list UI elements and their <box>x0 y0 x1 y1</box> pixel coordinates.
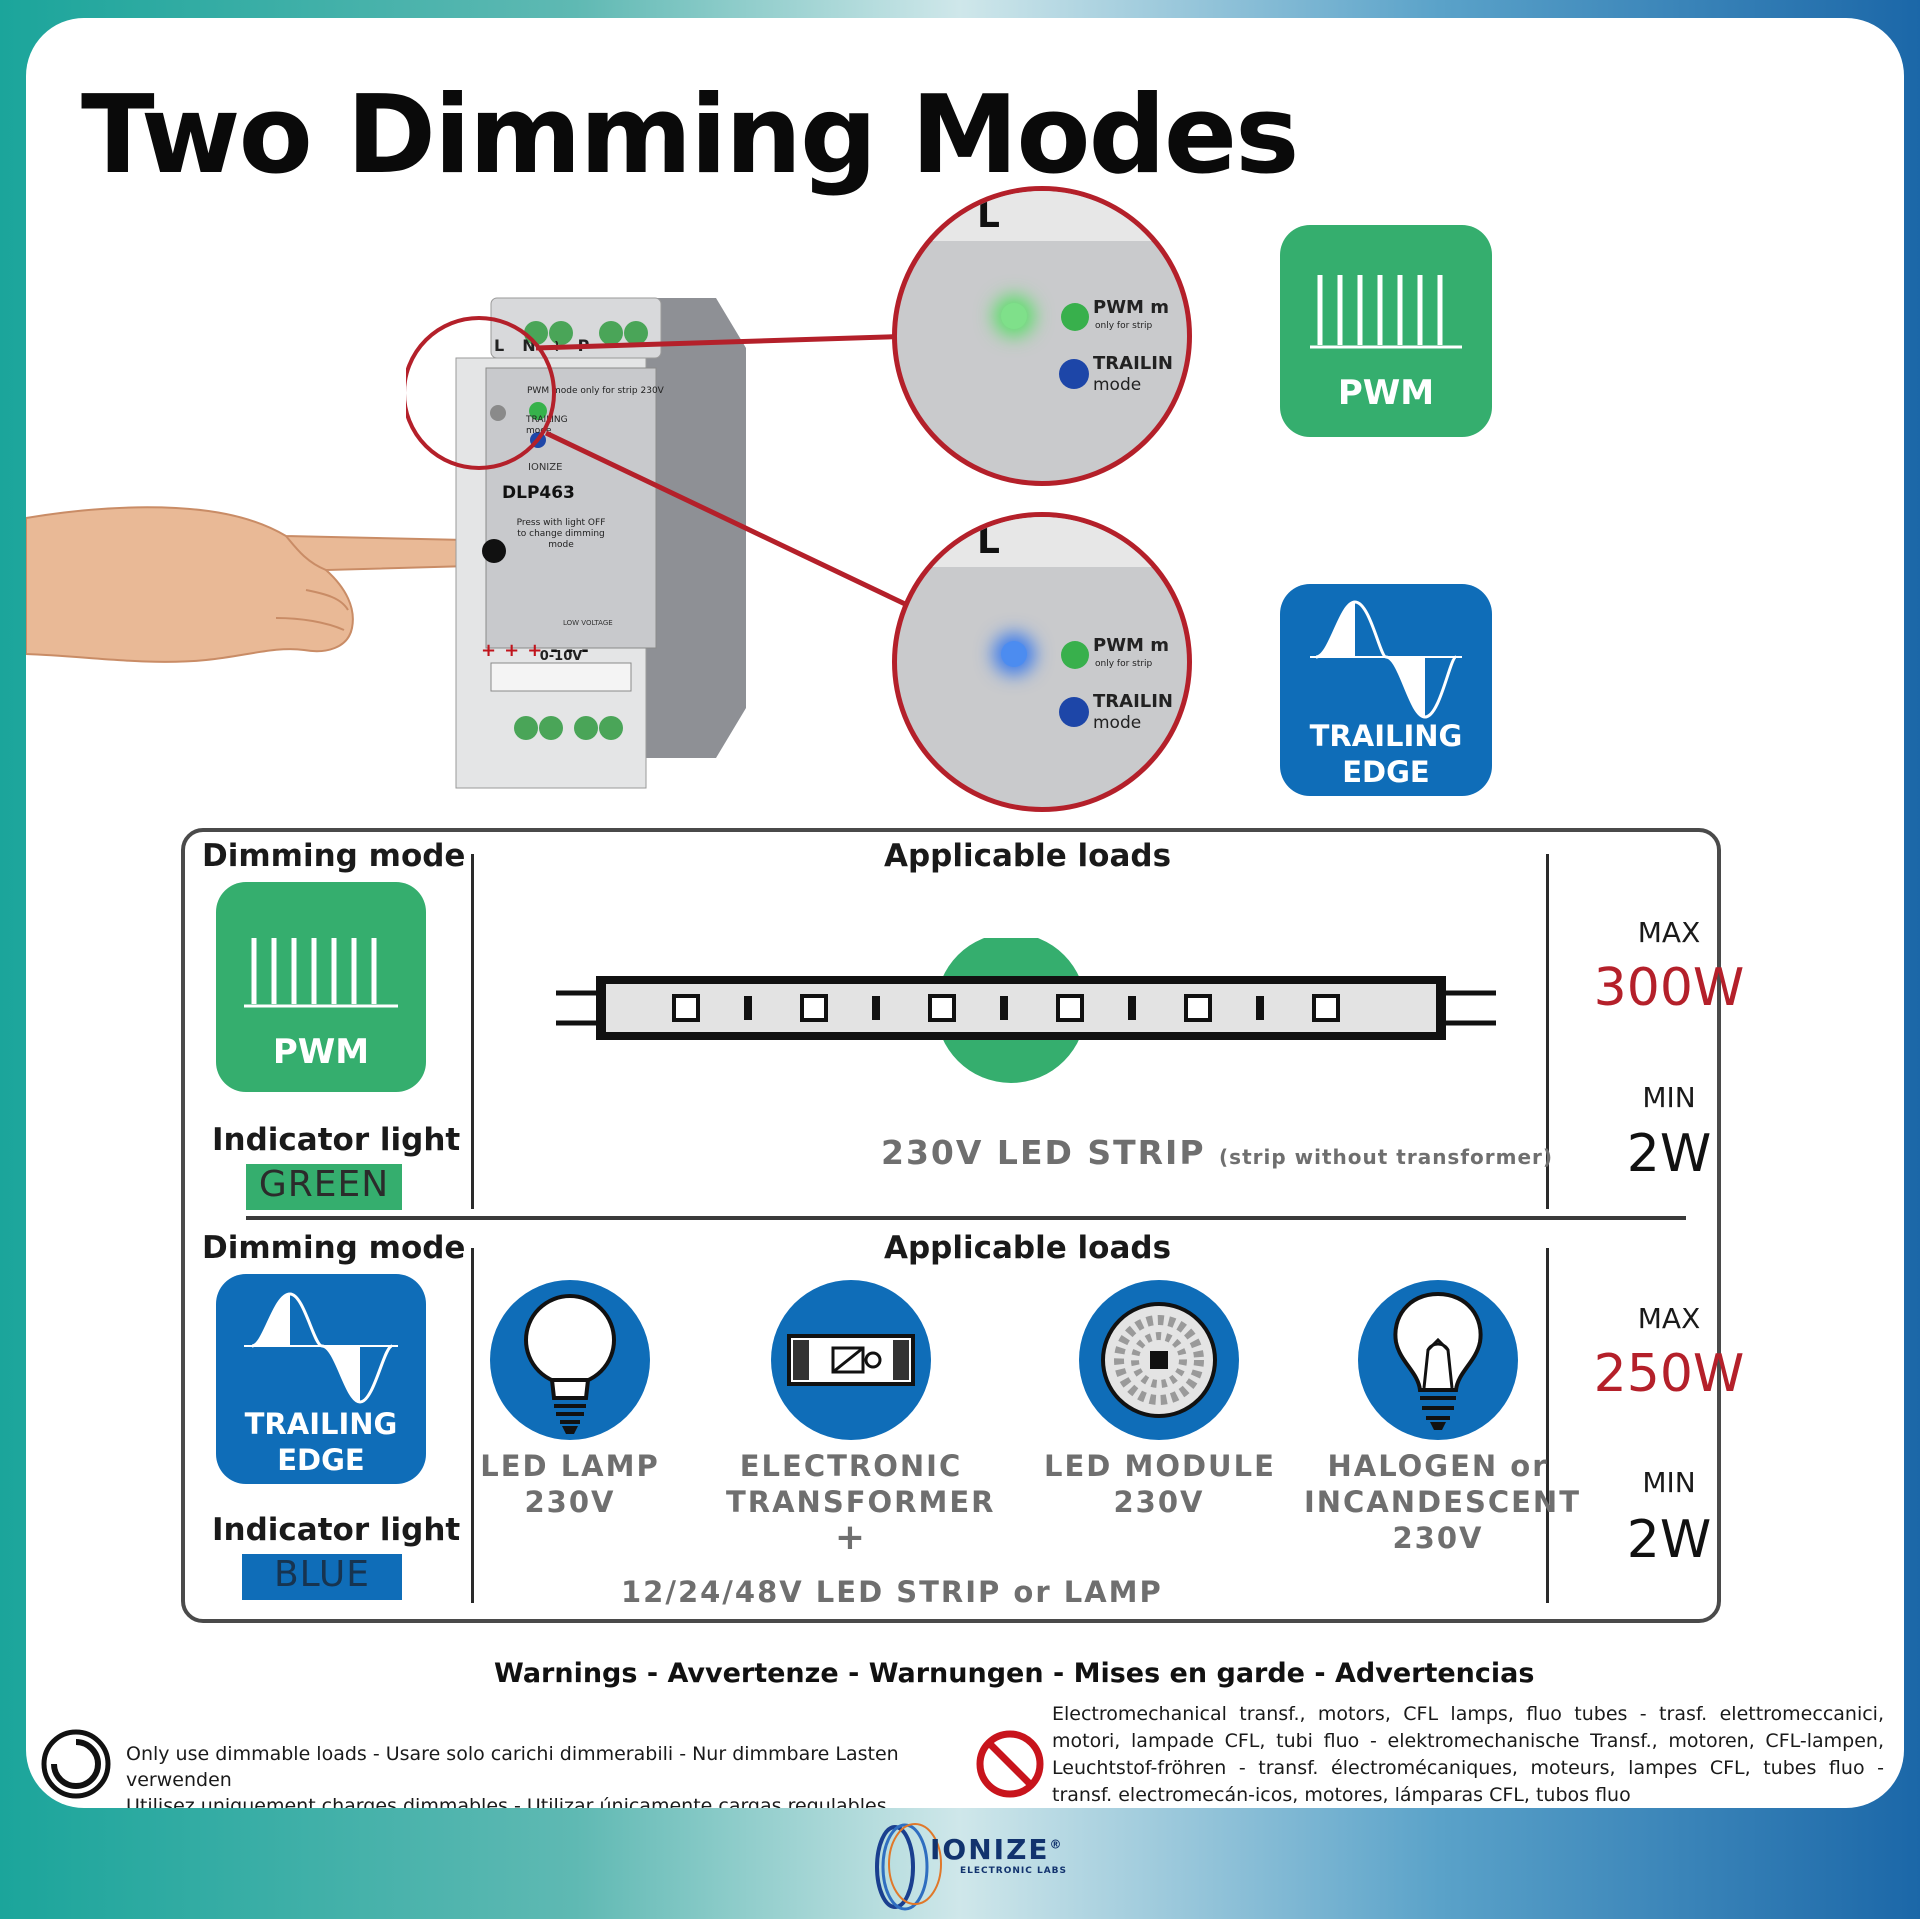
pwm-wave-icon <box>244 938 398 1008</box>
row1-mode-label: PWM <box>272 1032 370 1072</box>
pwm-mode-badge: PWM <box>1280 225 1492 437</box>
row1-indicator-value: GREEN <box>246 1164 402 1210</box>
device-model: DLP463 <box>502 483 575 503</box>
page-title: Two Dimming Modes <box>81 73 1299 198</box>
row1-dimming-mode-header: Dimming mode <box>202 838 466 874</box>
led-lamp-icon <box>490 1280 650 1440</box>
row1-max-label: MAX <box>1637 916 1701 949</box>
zoom-trailing-label: TRAILIN <box>1093 353 1173 374</box>
table-divider <box>1546 854 1549 1209</box>
row2-max-label: MAX <box>1637 1302 1701 1335</box>
row1-min-value: 2W <box>1626 1124 1712 1184</box>
footer-sub: ELECTRONIC LABS <box>960 1866 1068 1876</box>
modes-table <box>181 828 1721 1623</box>
zoom-pwm-label: PWM m <box>1093 635 1169 656</box>
zoom-circle-trailing: L PWM m only for strip TRAILIN mode <box>892 512 1192 812</box>
electronic-transformer-icon <box>771 1280 931 1440</box>
pwm-wave-icon <box>1310 275 1462 349</box>
table-divider <box>471 854 474 1209</box>
dimmer-device: 0-10V <box>455 297 746 789</box>
forbidden-loads-warning: Electromechanical transf., motors, CFL l… <box>1052 1703 1884 1806</box>
trailing-led <box>1059 359 1089 389</box>
blue-led-lit <box>1001 641 1027 667</box>
trailing-edge-wave-icon <box>1310 600 1462 719</box>
trailing-edge-wave-icon <box>244 1292 398 1404</box>
led-module-icon <box>1079 1280 1239 1440</box>
zoom-circle-pwm: L PWM m only for strip TRAILIN mode <box>892 186 1192 486</box>
led-strip-icon <box>556 938 1496 1083</box>
row1-max-value: 300W <box>1593 958 1745 1018</box>
device-low-voltage-note: LOW VOLTAGE <box>563 619 613 627</box>
dimmable-warning: Only use dimmable loads - Usare solo car… <box>126 1743 899 1808</box>
pwm-led <box>1061 303 1089 331</box>
device-instruction: Press with light OFF to change dimming m… <box>516 518 606 550</box>
row1-indicator-header: Indicator light <box>212 1122 461 1158</box>
row2-indicator-header: Indicator light <box>212 1512 461 1548</box>
device-terminal-signs: +++--- <box>481 640 597 661</box>
row2-min-value: 2W <box>1626 1510 1712 1570</box>
pwm-badge-label: PWM <box>1337 373 1435 413</box>
row1-loads-header: Applicable loads <box>884 838 1172 874</box>
row2-indicator-value: BLUE <box>242 1554 402 1600</box>
row1-load-name: 230V LED STRIP (strip without transforme… <box>881 1133 1554 1172</box>
row1-pwm-badge: PWM <box>216 882 426 1092</box>
zoom-callout-lines <box>406 316 926 616</box>
zoom-terminal-label: L <box>977 195 1000 236</box>
prohibited-icon <box>976 1730 1044 1798</box>
row2-max-value: 250W <box>1593 1344 1745 1404</box>
row1-min-label: MIN <box>1642 1081 1696 1114</box>
zoom-pwm-label: PWM m <box>1093 297 1169 318</box>
footer-brand: IONIZE® <box>930 1833 1064 1866</box>
zoom-terminal-label: L <box>977 521 1000 562</box>
halogen-bulb-icon <box>1358 1280 1518 1440</box>
combo-load-caption: 12/24/48V LED STRIP or LAMP <box>621 1575 1163 1609</box>
row2-loads-header: Applicable loads <box>884 1230 1172 1266</box>
device-brand: IONIZE <box>528 462 563 473</box>
page-card: Two Dimming Modes 0-10V LN≀P PWM mode on… <box>26 18 1904 1808</box>
row2-min-label: MIN <box>1642 1466 1696 1499</box>
warnings-title: Warnings - Avvertenze - Warnungen - Mise… <box>494 1658 1535 1689</box>
pwm-led <box>1061 641 1089 669</box>
green-led-lit <box>1001 303 1027 329</box>
trailing-led <box>1059 697 1089 727</box>
zoom-trailing-sub: mode <box>1093 713 1142 733</box>
dimmable-icon <box>41 1729 111 1799</box>
zoom-trailing-label: TRAILIN <box>1093 691 1173 712</box>
table-divider <box>1546 1248 1549 1603</box>
hand-illustration <box>26 506 485 663</box>
row2-dimming-mode-header: Dimming mode <box>202 1230 466 1266</box>
zoom-trailing-sub: mode <box>1093 375 1142 395</box>
brand-logo-mark <box>875 1823 942 1911</box>
row-separator <box>246 1216 1686 1220</box>
low-voltage-label: 0-10V <box>540 649 583 664</box>
zoom-pwm-sub: only for strip <box>1095 321 1153 331</box>
table-divider <box>471 1248 474 1603</box>
zoom-pwm-sub: only for strip <box>1095 659 1153 669</box>
